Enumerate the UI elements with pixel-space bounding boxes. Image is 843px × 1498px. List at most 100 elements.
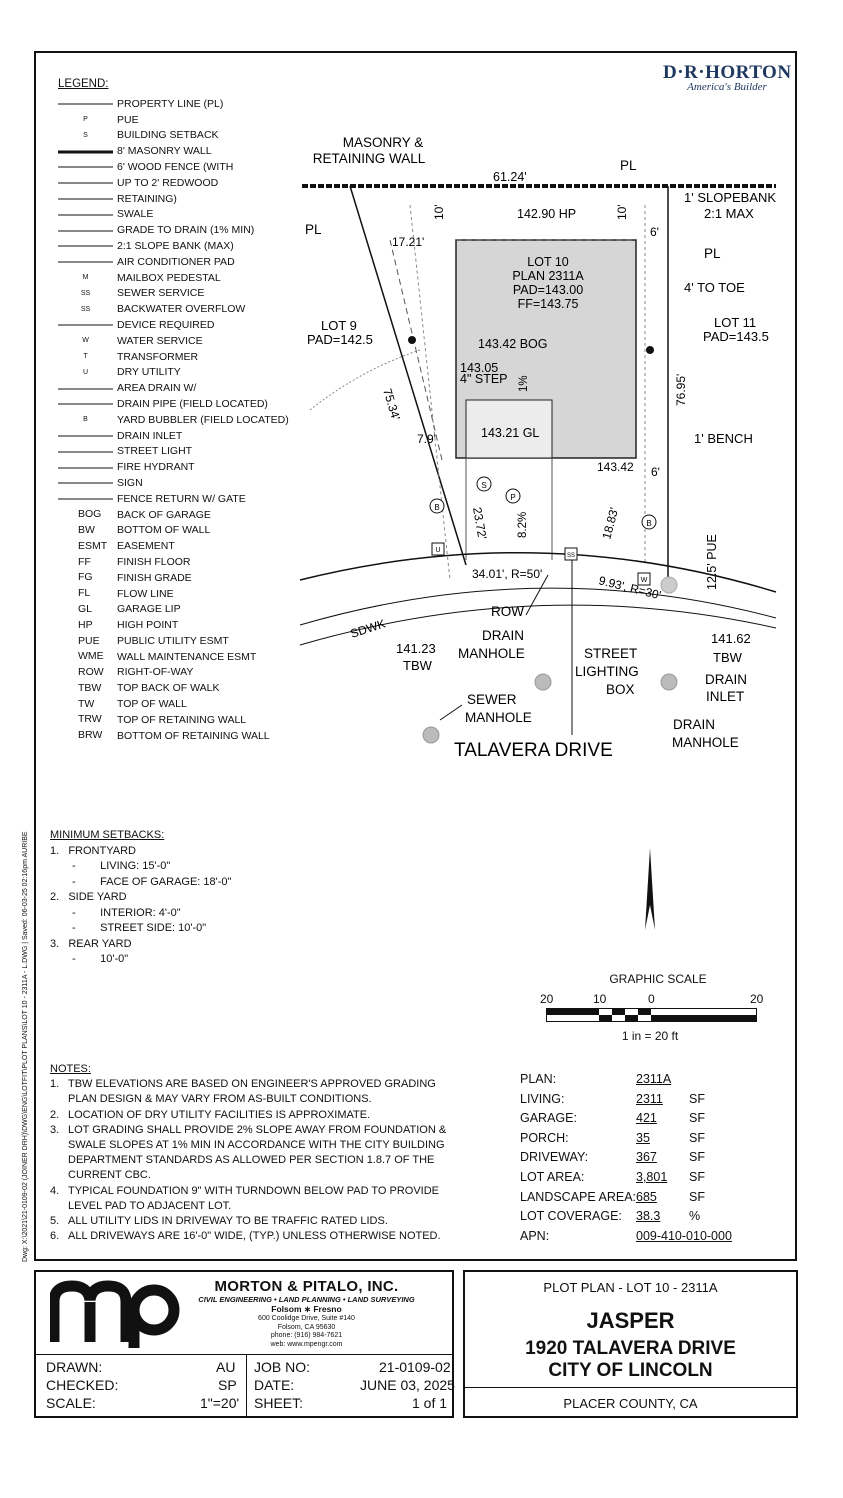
stat-value: 35 bbox=[636, 1130, 650, 1145]
one-percent: 1% bbox=[518, 375, 530, 392]
file-path-text: Dwg: X:\2021\21-0109-02 (JOINER DRH)\DWG… bbox=[22, 831, 29, 1262]
graphic-scale: GRAPHIC SCALE 20 10 0 20 1 in = 20 ft bbox=[540, 972, 770, 1043]
note-item: 3. LOT GRADING SHALL PROVIDE 2% SLOPE AWA… bbox=[50, 1123, 450, 1184]
title-block-fields: DRAWN: AU CHECKED: SP SCALE: 1"=20' JOB … bbox=[36, 1354, 455, 1417]
drain-manhole-1 bbox=[534, 673, 552, 691]
note-text: ALL UTILITY LIDS IN DRIVEWAY TO BE TRAFF… bbox=[68, 1215, 388, 1228]
legend-label: SIGN bbox=[117, 476, 143, 489]
date-value: JUNE 03, 2025 bbox=[360, 1377, 455, 1393]
sewer-manhole-icon bbox=[422, 726, 440, 744]
setbacks-title: MINIMUM SETBACKS: bbox=[50, 829, 165, 841]
water-service-symbol: W bbox=[641, 577, 648, 584]
legend-item: FIRE HYDRANT bbox=[58, 460, 195, 476]
stat-label: DRIVEWAY: bbox=[520, 1150, 589, 1165]
side-dim-76: 76.95' bbox=[674, 374, 688, 406]
curve-2: 9.93', R=30' bbox=[597, 573, 662, 602]
drain-manhole-label-1: DRAIN bbox=[482, 628, 524, 643]
setback-symbol: S bbox=[481, 481, 486, 490]
legend-item: SWALE bbox=[58, 207, 153, 223]
street-light-label-1: STREET bbox=[584, 646, 637, 661]
firm-address-2: Folsom, CA 95630 bbox=[277, 1323, 336, 1331]
street-light-icon bbox=[660, 576, 678, 594]
abbreviation-label: WALL MAINTENANCE ESMT bbox=[117, 650, 257, 663]
note-text: LOT GRADING SHALL PROVIDE 2% SLOPE AWAY … bbox=[68, 1123, 447, 1182]
abbreviation-code: FG bbox=[78, 571, 93, 584]
setback-line: - LIVING: 15'-0" bbox=[72, 860, 171, 872]
legend-label: FENCE RETURN W/ GATE bbox=[117, 492, 246, 505]
abbreviation-code: FF bbox=[78, 555, 91, 568]
street-light-label-2: LIGHTING bbox=[575, 664, 639, 679]
legend-symbol bbox=[58, 160, 113, 175]
legend-symbol: T bbox=[83, 353, 88, 361]
pl-label-top: PL bbox=[620, 158, 637, 173]
stat-value: 38.3 bbox=[636, 1209, 661, 1224]
legend-symbol bbox=[58, 255, 113, 270]
building-setback-left bbox=[389, 239, 443, 461]
plan-number: PLAN 2311A bbox=[512, 269, 584, 283]
legend-symbol bbox=[58, 397, 113, 412]
curve-1: 34.01', R=50' bbox=[472, 567, 542, 581]
legend-item: STREET LIGHT bbox=[58, 444, 192, 460]
drain-manhole-label-2: MANHOLE bbox=[458, 646, 525, 661]
abbreviation-label: TOP OF RETAINING WALL bbox=[117, 713, 247, 726]
drive-slope: 8.2% bbox=[517, 512, 529, 538]
drain-inlet-label-1: DRAIN bbox=[705, 672, 747, 687]
legend-symbol bbox=[58, 492, 113, 507]
drive-dim: 23.72' bbox=[470, 506, 489, 540]
legend-label: DRY UTILITY bbox=[117, 366, 181, 379]
ff-elev: FF=143.75 bbox=[518, 297, 579, 311]
legend-label: MAILBOX PEDESTAL bbox=[117, 271, 221, 284]
note-item: 4.TYPICAL FOUNDATION 9" WITH TURNDOWN BE… bbox=[50, 1184, 450, 1214]
logo-tagline: America's Builder bbox=[687, 81, 767, 93]
note-text: LOCATION OF DRY UTILITY FACILITIES IS AP… bbox=[68, 1108, 371, 1121]
legend-label: BUILDING SETBACK bbox=[117, 129, 219, 142]
side-dim-17: 17.21' bbox=[392, 235, 424, 249]
stat-unit: % bbox=[689, 1209, 701, 1224]
abbreviation-label: RIGHT-OF-WAY bbox=[117, 666, 194, 679]
tbw-right-label: TBW bbox=[713, 650, 743, 665]
legend-label: YARD BUBBLER (FIELD LOCATED) bbox=[117, 413, 289, 426]
sheet-title: PLOT PLAN - LOT 10 - 2311A bbox=[543, 1280, 718, 1295]
legend-symbol bbox=[58, 444, 113, 459]
abbreviation-code: TW bbox=[78, 697, 95, 710]
firm-phone: phone: (916) 984-7621 bbox=[270, 1332, 343, 1339]
sewer-manhole-label-2: MANHOLE bbox=[465, 710, 532, 725]
note-number: 3. bbox=[50, 1123, 60, 1136]
legend-label: 2:1 SLOPE BANK (MAX) bbox=[117, 239, 234, 252]
stat-label: LOT COVERAGE: bbox=[520, 1209, 622, 1224]
scale-title: GRAPHIC SCALE bbox=[609, 972, 707, 986]
legend-label: AIR CONDITIONER PAD bbox=[117, 255, 235, 268]
legend-item: UP TO 2' REDWOOD bbox=[58, 176, 218, 192]
legend-item: RETAINING) bbox=[58, 192, 177, 208]
lot-number: LOT 10 bbox=[527, 255, 569, 269]
legend-label: GRADE TO DRAIN (1% MIN) bbox=[117, 224, 255, 237]
stat-value: 009-410-010-000 bbox=[636, 1228, 732, 1243]
high-point-elev: 142.90 HP bbox=[517, 207, 576, 221]
abbreviation-code: BW bbox=[78, 523, 95, 536]
lot9-pad: PAD=142.5 bbox=[307, 332, 373, 347]
legend-item: GRADE TO DRAIN (1% MIN) bbox=[58, 223, 254, 239]
legend-item: FENCE RETURN W/ GATE bbox=[58, 492, 246, 508]
scale-label: SCALE: bbox=[46, 1395, 96, 1411]
step-label: 4" STEP bbox=[460, 372, 508, 386]
legend-symbol bbox=[58, 460, 113, 475]
area-drain-left bbox=[408, 336, 416, 344]
row-curve bbox=[299, 552, 777, 593]
abbreviation-label: TOP OF WALL bbox=[117, 698, 187, 711]
title-block-firm: MORTON & PITALO, INC. CIVIL ENGINEERING … bbox=[34, 1270, 455, 1418]
lot9-label: LOT 9 bbox=[321, 318, 357, 333]
legend-symbol: SS bbox=[80, 305, 91, 313]
legend-symbol bbox=[58, 144, 113, 159]
abbreviation-code: BOG bbox=[78, 508, 102, 521]
property-line-left bbox=[349, 185, 467, 566]
legend-label: 6' WOOD FENCE (WITH bbox=[117, 160, 234, 173]
legend-item: 2:1 SLOPE BANK (MAX) bbox=[58, 239, 234, 255]
rear-setback-left: 10' bbox=[432, 204, 446, 220]
legend-label: DRAIN INLET bbox=[117, 429, 183, 442]
